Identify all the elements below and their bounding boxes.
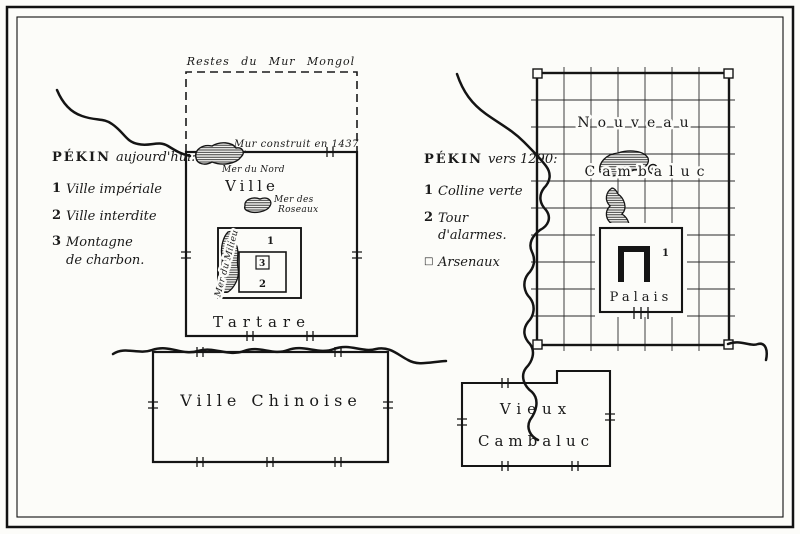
legend-item-marker: 1	[424, 183, 434, 198]
inner-frame	[16, 16, 784, 518]
palace-ground	[595, 223, 687, 317]
label-restes-mur-mongol: Restes du Mur Mongol	[186, 55, 355, 68]
legend-today-items: 1 Ville impériale 2 Ville interdite 3 Mo…	[52, 181, 192, 269]
tartar-gate-ticks	[181, 147, 362, 341]
lake-mer-du-milieu	[219, 230, 240, 294]
river-northwest	[55, 88, 192, 158]
tartar-city-wall	[184, 150, 359, 338]
river-south	[111, 345, 448, 365]
legend-today-title-rest: aujourd'hui:	[115, 150, 196, 165]
legend-item-marker: 2	[424, 209, 434, 225]
map-marker-3-coal-hill: 3	[259, 259, 265, 269]
legend-item-text: Ville impériale	[66, 182, 162, 197]
legend-item-tour-d-alarmes: 2 Tour d'alarmes.	[424, 210, 554, 245]
legend-item-text: Tour d'alarmes.	[438, 210, 507, 244]
legend-pekin-today: PÉKIN aujourd'hui: 1 Ville impériale 2 Vi…	[52, 150, 196, 278]
vieux-gate-ticks	[457, 378, 615, 471]
lake-mer-des-roseaux	[243, 197, 272, 213]
label-tartare: Tartare	[213, 313, 311, 331]
legend-item-text: Ville interdite	[66, 208, 157, 224]
legend-item-marker: 2	[52, 207, 62, 223]
mongol-wall-dashed	[185, 71, 358, 152]
label-mer-du-nord: Mer du Nord	[221, 165, 285, 175]
palace-gate-ticks	[633, 307, 649, 319]
imperial-city-wall	[217, 227, 302, 299]
legend-item-montagne-de-charbon: 3 Montagne de charbon.	[52, 234, 192, 269]
legend-item-ville-imperiale: 1 Ville impériale	[52, 181, 192, 199]
legend-1290-title-caps: PÉKIN	[424, 152, 483, 167]
alarm-tower-marker	[647, 163, 659, 175]
legend-item-text: Montagne de charbon.	[66, 235, 145, 268]
river-east-outlet	[726, 341, 768, 362]
legend-item-marker: 3	[52, 234, 62, 250]
label-palais: Palais	[610, 290, 673, 305]
arsenal-square-marker: □	[424, 255, 434, 267]
legend-item-marker: 1	[52, 181, 62, 196]
map-marker-1-green-hill: 1	[662, 248, 669, 259]
rivers	[55, 72, 768, 442]
legend-item-ville-interdite: 2 Ville interdite	[52, 208, 192, 226]
lake-cambaluc-upper	[599, 150, 650, 177]
outer-frame	[5, 5, 795, 529]
label-vieux: Vieux	[499, 400, 572, 418]
label-ville-chinoise: Ville Chinoise	[179, 391, 362, 410]
map-marker-1-imperial: 1	[267, 236, 274, 247]
legend-item-arsenaux: □ Arsenaux	[424, 254, 554, 272]
legend-1290-title-rest: vers 1290:	[487, 152, 558, 167]
legend-pekin-1290: PÉKIN vers 1290: 1 Colline verte 2 Tour d…	[424, 152, 557, 280]
label-cambaluc: Cambaluc	[585, 164, 712, 180]
label-mer-des-roseaux: Mer des Roseaux	[273, 195, 318, 215]
chinese-gate-ticks	[148, 347, 393, 467]
legend-today-title-caps: PÉKIN	[52, 150, 111, 165]
right-map-pekin-1290: 1 Palais Nouveau Cambaluc Vieux Cambaluc	[457, 67, 735, 471]
legend-item-text: Colline verte	[438, 184, 523, 199]
palace-inner-buildings	[618, 246, 650, 282]
river-east	[455, 72, 551, 442]
lake-mer-du-nord	[195, 142, 244, 165]
coal-hill-box	[255, 255, 270, 270]
left-map-pekin-today: Restes du Mur Mongol Mur construit en 14…	[148, 55, 393, 467]
legend-1290-title: PÉKIN vers 1290:	[424, 152, 557, 167]
legend-item-text: Arsenaux	[438, 254, 500, 270]
vieux-cambaluc-wall	[460, 369, 612, 468]
map-marker-2-forbidden: 2	[259, 279, 266, 290]
label-mur-1437: Mur construit en 1437	[233, 139, 359, 150]
cambaluc-city-wall	[535, 71, 731, 347]
label-nouveau: Nouveau	[577, 115, 696, 131]
legend-item-colline-verte: 1 Colline verte	[424, 183, 554, 201]
legend-today-title: PÉKIN aujourd'hui:	[52, 150, 196, 165]
legend-1290-items: 1 Colline verte 2 Tour d'alarmes. □ Arse…	[424, 183, 554, 271]
label-ville: Ville	[224, 177, 279, 195]
label-vieux-cambaluc: Cambaluc	[478, 432, 594, 450]
